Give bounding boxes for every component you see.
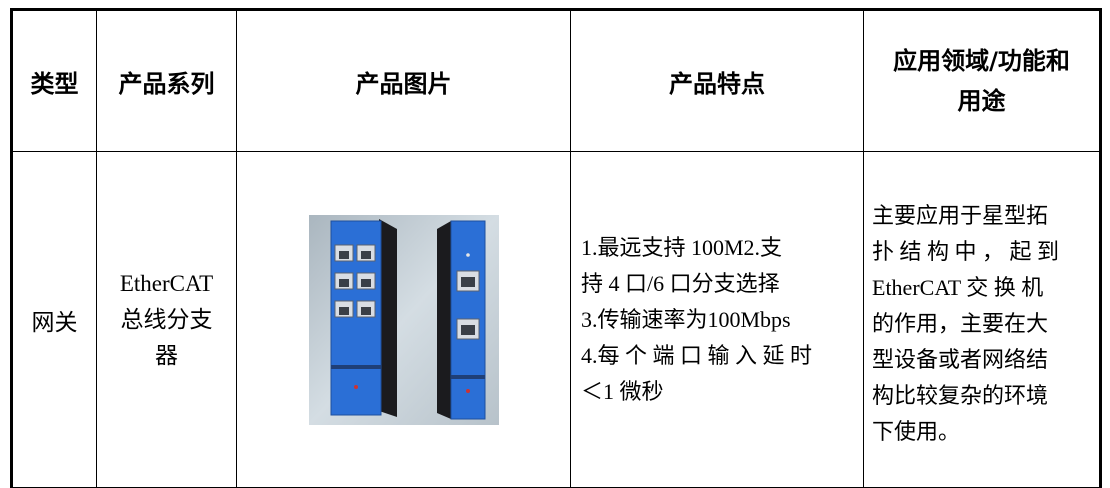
features-line: ＜1 微秒: [581, 378, 664, 404]
header-series: 产品系列: [96, 9, 237, 152]
application-line: 下使用。: [872, 418, 961, 444]
product-table: 类型 产品系列 产品图片 产品特点 应用领域/功能和 用途 网关 EtherCA…: [10, 8, 1102, 488]
application-line: 主要应用于星型拓: [872, 202, 1049, 228]
ethercat-branch-device-image: [308, 214, 499, 425]
series-line: 总线分支: [120, 306, 213, 332]
cell-application: 主要应用于星型拓 扑 结 构 中 ， 起 到 EtherCAT 交 换 机 的作…: [863, 151, 1101, 488]
series-line: 器: [155, 342, 178, 368]
header-application-line2: 用途: [957, 87, 1006, 115]
application-line: 型设备或者网络结: [872, 346, 1049, 372]
cell-features: 1.最远支持 100M2.支 持 4 口/6 口分支选择 3.传输速率为100M…: [570, 151, 864, 488]
features-line: 持 4 口/6 口分支选择: [581, 270, 780, 296]
application-line: 的作用，主要在大: [872, 310, 1049, 336]
features-line: 4.每 个 端 口 输 入 延 时: [581, 342, 813, 368]
application-line: EtherCAT 交 换 机: [872, 274, 1044, 300]
application-line: 构比较复杂的环境: [872, 382, 1049, 408]
features-line: 3.传输速率为100Mbps: [581, 306, 791, 332]
header-application: 应用领域/功能和 用途: [863, 9, 1101, 152]
cell-series: EtherCAT 总线分支 器: [96, 151, 237, 488]
application-line: 扑 结 构 中 ， 起 到: [872, 238, 1060, 264]
header-type: 类型: [11, 9, 97, 152]
features-line: 1.最远支持 100M2.支: [581, 234, 783, 260]
header-image: 产品图片: [236, 9, 571, 152]
table-row: 网关 EtherCAT 总线分支 器: [11, 151, 1101, 488]
cell-type: 网关: [11, 151, 97, 488]
product-photo: [308, 214, 499, 425]
cell-image: [236, 151, 571, 488]
header-row: 类型 产品系列 产品图片 产品特点 应用领域/功能和 用途: [11, 9, 1101, 152]
header-application-line1: 应用领域/功能和: [893, 47, 1070, 75]
header-features: 产品特点: [570, 9, 864, 152]
series-line: EtherCAT: [119, 270, 214, 296]
